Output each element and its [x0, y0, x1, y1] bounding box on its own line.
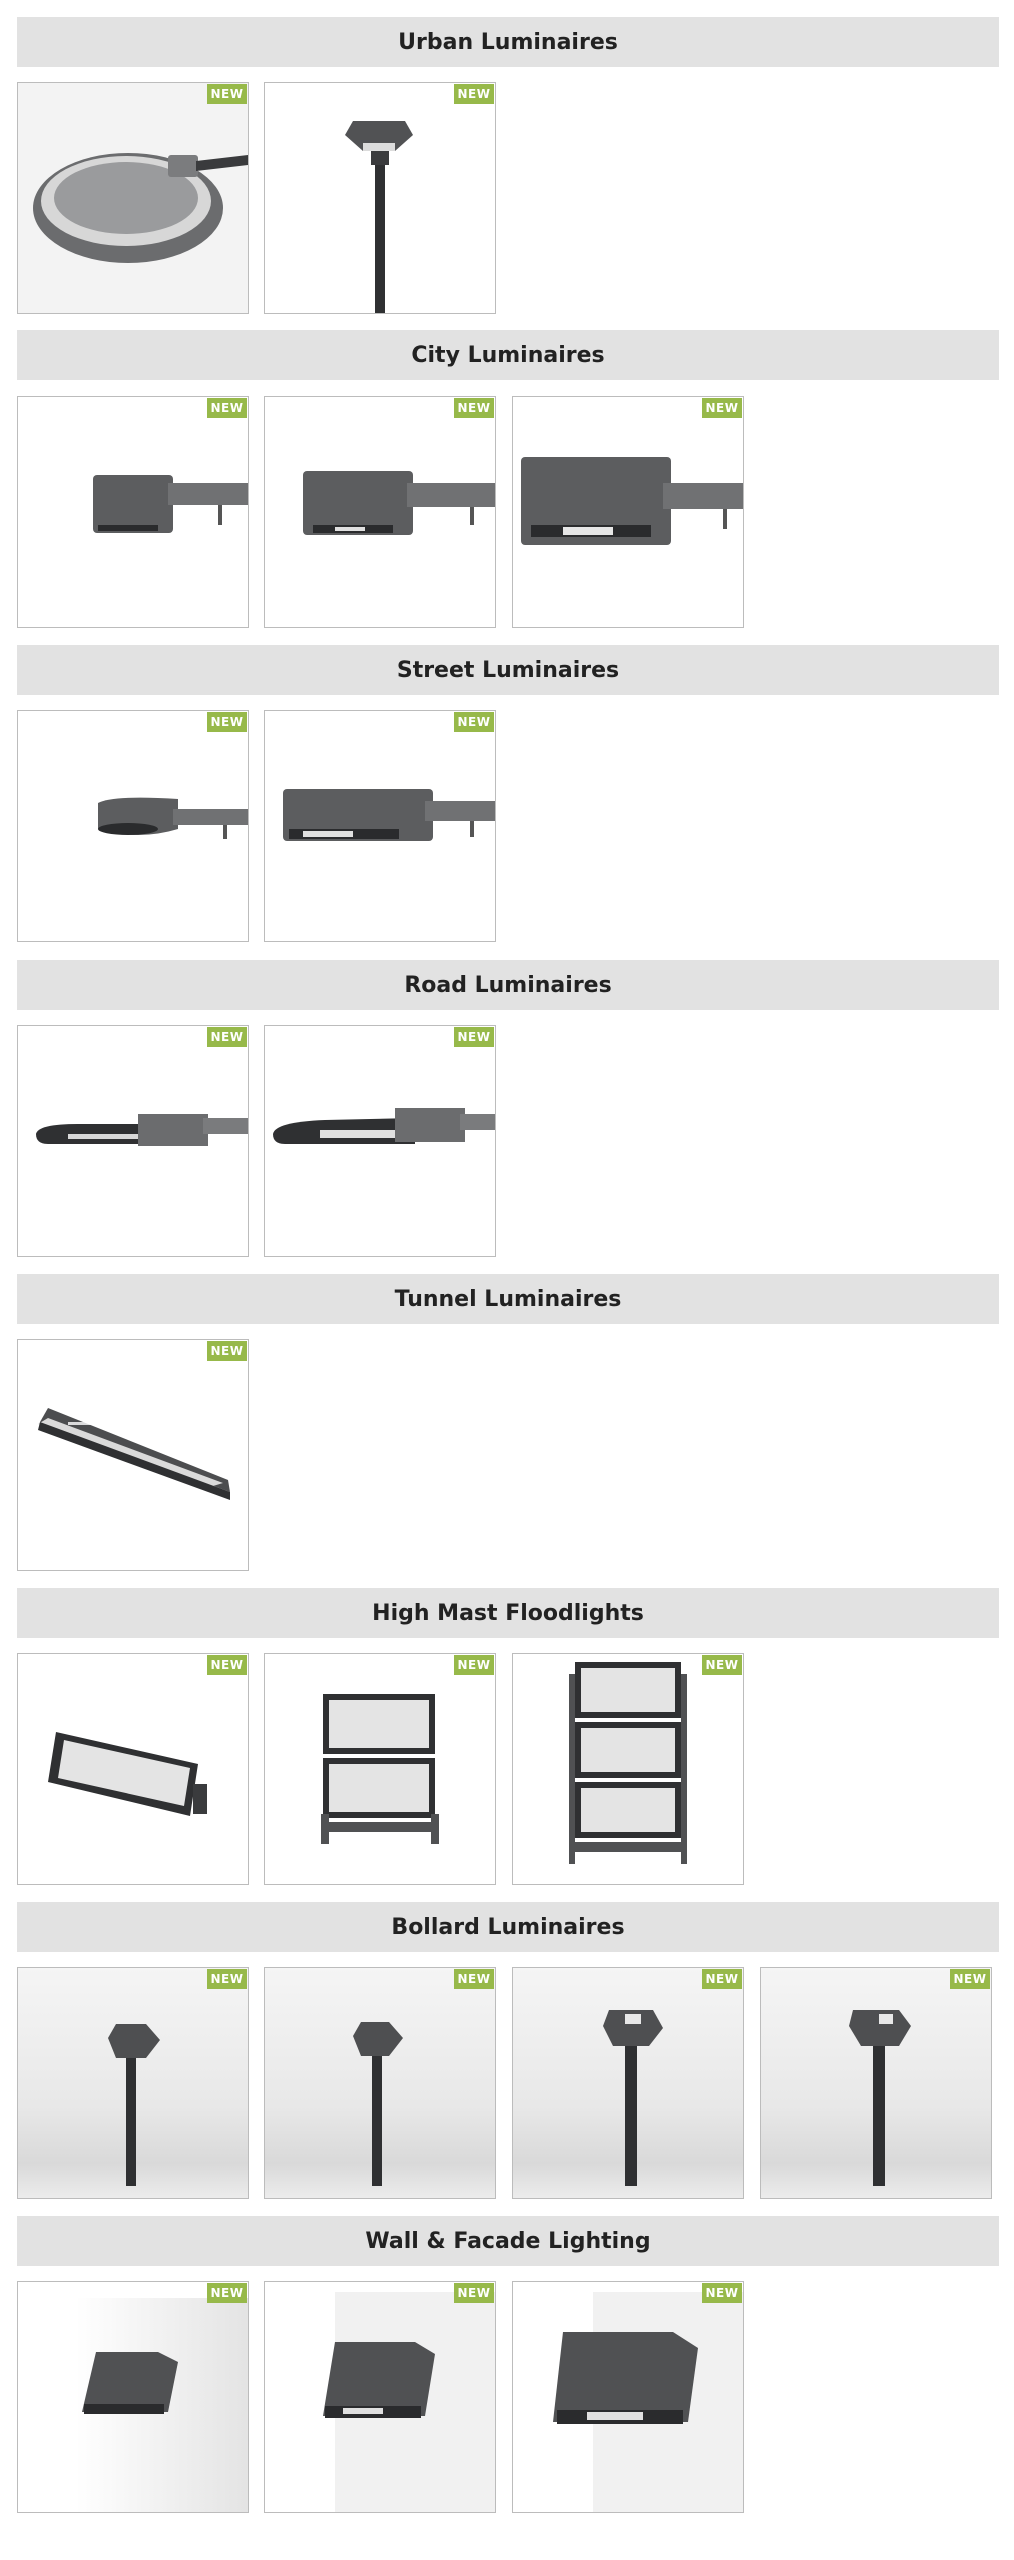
section-header-road: Road Luminaires	[17, 960, 999, 1010]
city-luminaire-medium-image	[303, 471, 495, 535]
product-card-city-1[interactable]: NEW	[17, 396, 249, 628]
product-card-street-1[interactable]: NEW	[17, 710, 249, 942]
new-badge: NEW	[454, 1027, 494, 1047]
product-card-wall-3[interactable]: NEW	[512, 2281, 744, 2513]
bollard-luminaire-1-image	[108, 2024, 160, 2186]
new-badge: NEW	[702, 2283, 742, 2303]
new-badge: NEW	[950, 1969, 990, 1989]
city-luminaire-large-image	[521, 457, 743, 545]
bollard-luminaire-4-image	[849, 2010, 911, 2186]
floodlight-triple-image	[569, 1662, 687, 1864]
product-card-wall-1[interactable]: NEW	[17, 2281, 249, 2513]
wall-light-small-image	[76, 2298, 248, 2512]
product-card-flood-1[interactable]: NEW	[17, 1653, 249, 1885]
product-card-bollard-2[interactable]: NEW	[264, 1967, 496, 2199]
new-badge: NEW	[454, 2283, 494, 2303]
road-luminaire-wide-image	[273, 1108, 495, 1144]
section-header-floodlights: High Mast Floodlights	[17, 1588, 999, 1638]
section-header-urban: Urban Luminaires	[17, 17, 999, 67]
product-card-city-2[interactable]: NEW	[264, 396, 496, 628]
floodlight-double-image	[321, 1694, 439, 1844]
new-badge: NEW	[207, 1341, 247, 1361]
wall-light-large-image	[553, 2292, 743, 2512]
new-badge: NEW	[207, 1969, 247, 1989]
new-badge: NEW	[702, 398, 742, 418]
new-badge: NEW	[207, 2283, 247, 2303]
product-card-bollard-1[interactable]: NEW	[17, 1967, 249, 2199]
new-badge: NEW	[454, 1969, 494, 1989]
product-card-flood-2[interactable]: NEW	[264, 1653, 496, 1885]
new-badge: NEW	[207, 84, 247, 104]
wall-light-medium-image	[323, 2292, 495, 2512]
product-card-street-2[interactable]: NEW	[264, 710, 496, 942]
street-luminaire-flat-image	[283, 789, 495, 841]
city-luminaire-small-image	[93, 475, 248, 533]
section-header-city: City Luminaires	[17, 330, 999, 380]
product-card-wall-2[interactable]: NEW	[264, 2281, 496, 2513]
new-badge: NEW	[207, 398, 247, 418]
new-badge: NEW	[702, 1655, 742, 1675]
product-card-flood-3[interactable]: NEW	[512, 1653, 744, 1885]
street-luminaire-round-image	[98, 797, 248, 839]
tunnel-luminaire-image	[38, 1408, 230, 1500]
new-badge: NEW	[454, 1655, 494, 1675]
new-badge: NEW	[207, 1655, 247, 1675]
new-badge: NEW	[454, 84, 494, 104]
section-header-bollard: Bollard Luminaires	[17, 1902, 999, 1952]
section-header-wall-facade: Wall & Facade Lighting	[17, 2216, 999, 2266]
bollard-luminaire-3-image	[603, 2010, 663, 2186]
new-badge: NEW	[702, 1969, 742, 1989]
urban-post-top-image	[345, 121, 413, 313]
product-card-city-3[interactable]: NEW	[512, 396, 744, 628]
new-badge: NEW	[207, 712, 247, 732]
product-card-bollard-3[interactable]: NEW	[512, 1967, 744, 2199]
new-badge: NEW	[454, 712, 494, 732]
product-card-road-2[interactable]: NEW	[264, 1025, 496, 1257]
product-card-urban-2[interactable]: NEW	[264, 82, 496, 314]
product-card-tunnel-1[interactable]: NEW	[17, 1339, 249, 1571]
urban-luminaire-disc-image	[33, 153, 248, 263]
section-header-tunnel: Tunnel Luminaires	[17, 1274, 999, 1324]
floodlight-single-image	[48, 1732, 207, 1816]
product-card-road-1[interactable]: NEW	[17, 1025, 249, 1257]
new-badge: NEW	[454, 398, 494, 418]
product-card-urban-1[interactable]: NEW	[17, 82, 249, 314]
section-header-street: Street Luminaires	[17, 645, 999, 695]
new-badge: NEW	[207, 1027, 247, 1047]
product-card-bollard-4[interactable]: NEW	[760, 1967, 992, 2199]
bollard-luminaire-2-image	[353, 2022, 403, 2186]
road-luminaire-long-image	[36, 1114, 248, 1146]
